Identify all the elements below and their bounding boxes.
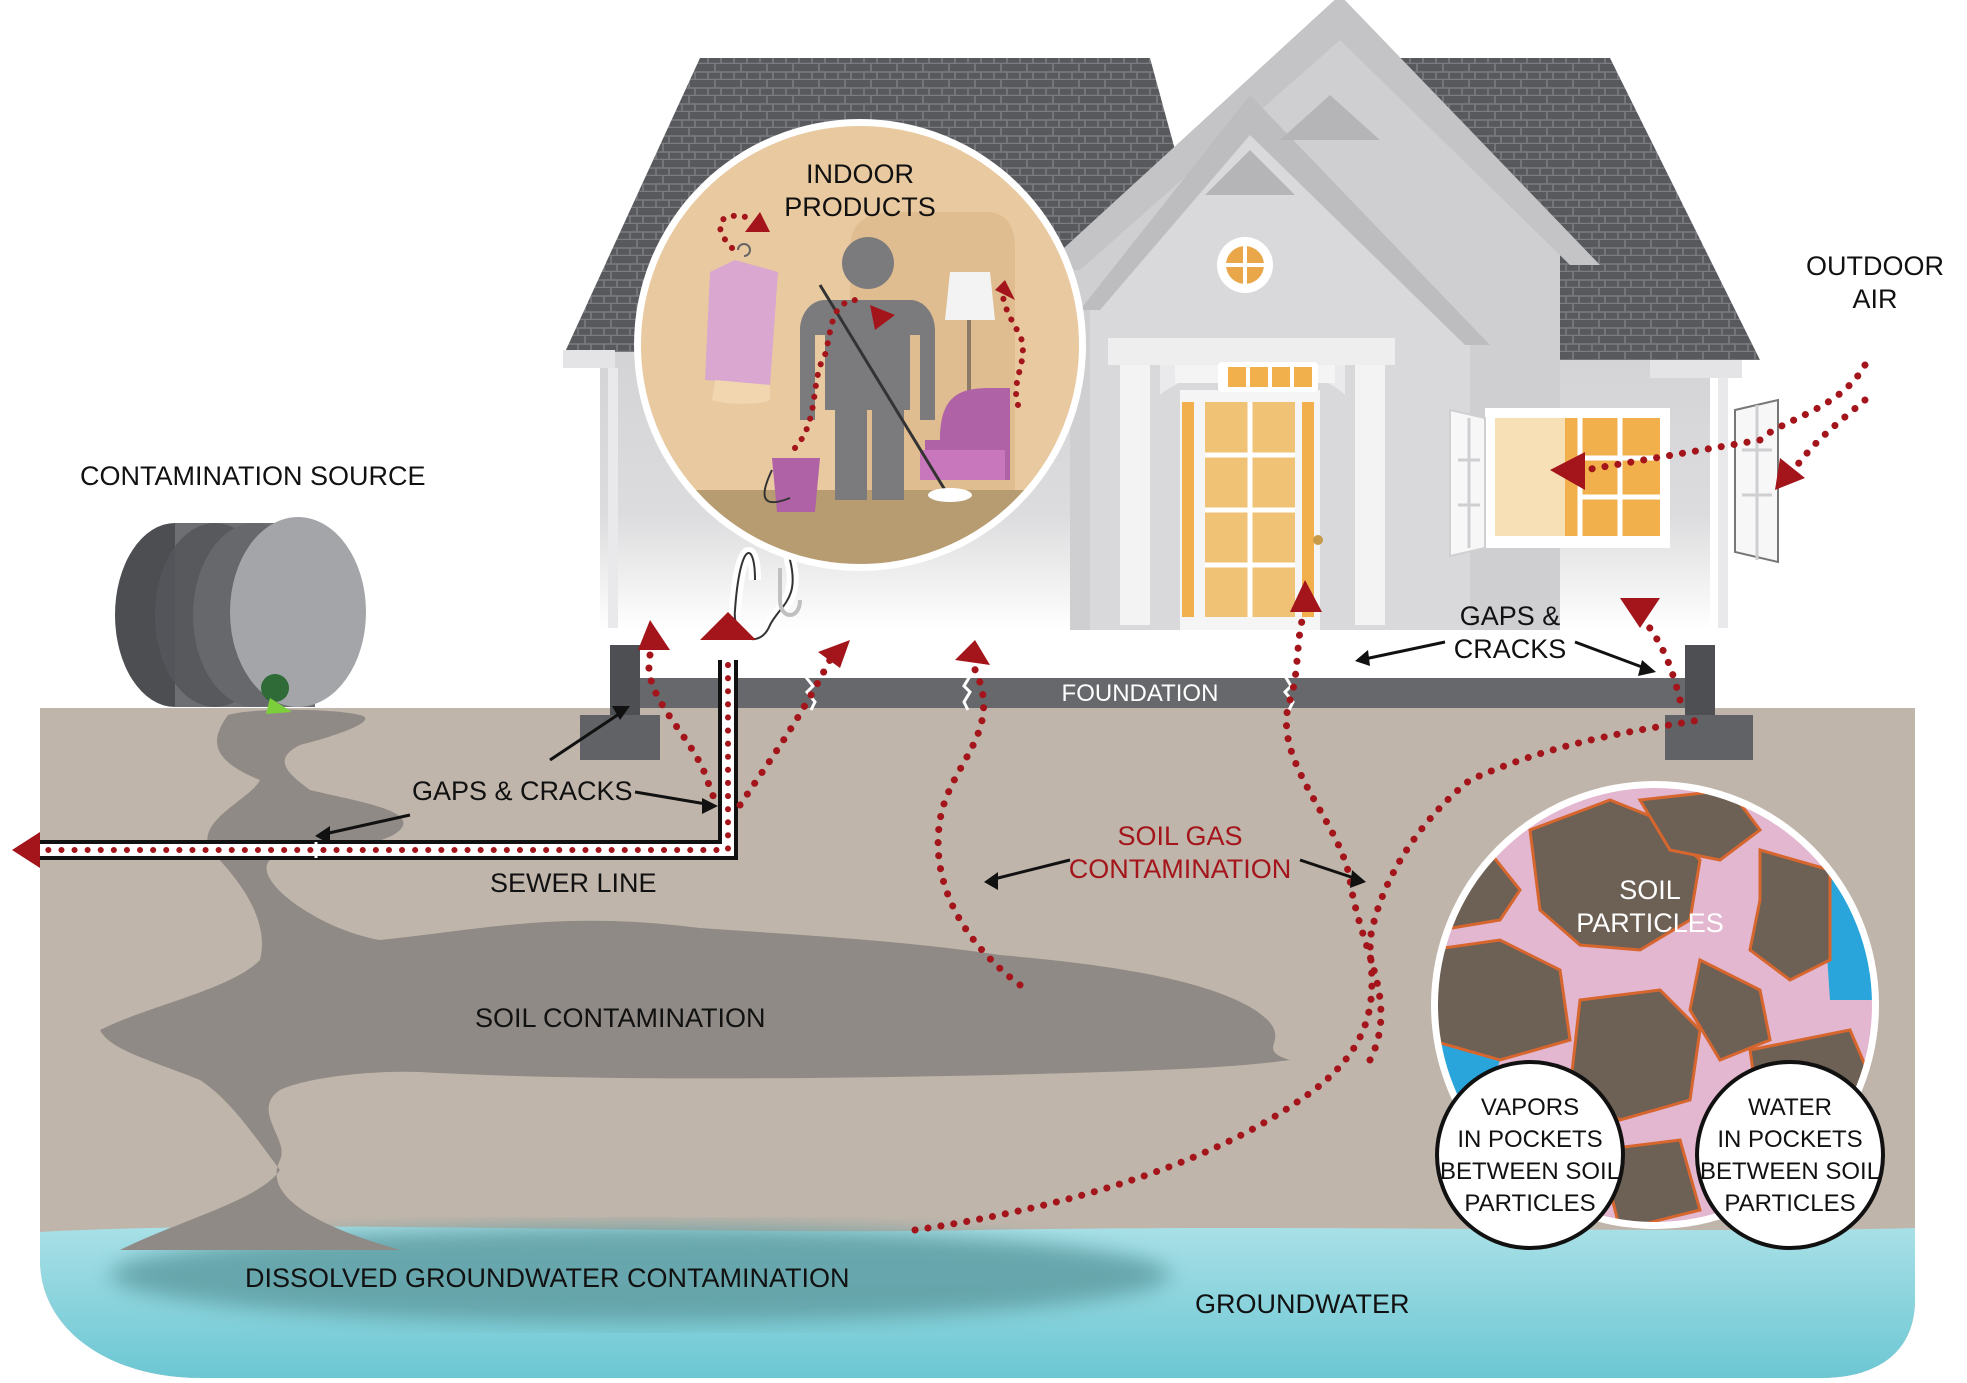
- label-gaps-cracks-house: GAPS & CRACKS: [1453, 601, 1567, 664]
- soil-contamination-plume: [100, 709, 1290, 1250]
- indoor-products-inset: [634, 119, 1086, 617]
- label-soil-contamination: SOIL CONTAMINATION: [475, 1003, 766, 1033]
- dissolved-plume: [110, 1227, 1170, 1323]
- soil-particles-inset: [1431, 781, 1885, 1250]
- vapor-arrowheads: [638, 452, 1805, 668]
- water-callout-circle: [1695, 1060, 1885, 1250]
- label-soil-particles: SOIL PARTICLES: [1576, 875, 1724, 938]
- bucket-icon: [772, 458, 820, 512]
- groundwater-layer: [40, 1226, 1915, 1378]
- window-right: [1449, 398, 1779, 564]
- sewer-line: [12, 484, 799, 868]
- vapors-callout-circle: [1435, 1060, 1625, 1250]
- label-foundation: FOUNDATION: [1061, 680, 1219, 707]
- jacket-icon: [705, 260, 778, 385]
- label-gaps-cracks-sewer: GAPS & CRACKS: [412, 776, 633, 806]
- label-water-in-pockets: WATER IN POCKETS BETWEEN SOIL PARTICLES: [1700, 1094, 1881, 1217]
- person-icon: [800, 237, 935, 500]
- lamp-icon: [945, 272, 995, 320]
- label-sewer-line: SEWER LINE: [490, 868, 657, 898]
- label-dissolved-groundwater-contamination: DISSOLVED GROUNDWATER CONTAMINATION: [245, 1263, 850, 1293]
- barrel-contamination-source: [115, 517, 366, 714]
- label-indoor-products: INDOOR PRODUCTS: [784, 159, 936, 222]
- label-outdoor-air: OUTDOOR AIR: [1806, 251, 1944, 314]
- label-vapors-in-pockets: VAPORS IN POCKETS BETWEEN SOIL PARTICLES: [1440, 1094, 1621, 1217]
- label-contamination-source: CONTAMINATION SOURCE: [80, 461, 426, 491]
- label-soil-gas-contamination: SOIL GAS CONTAMINATION: [1068, 821, 1292, 884]
- front-door: [1180, 362, 1323, 630]
- vapor-paths: [645, 361, 1869, 1234]
- label-groundwater: GROUNDWATER: [1195, 1289, 1410, 1319]
